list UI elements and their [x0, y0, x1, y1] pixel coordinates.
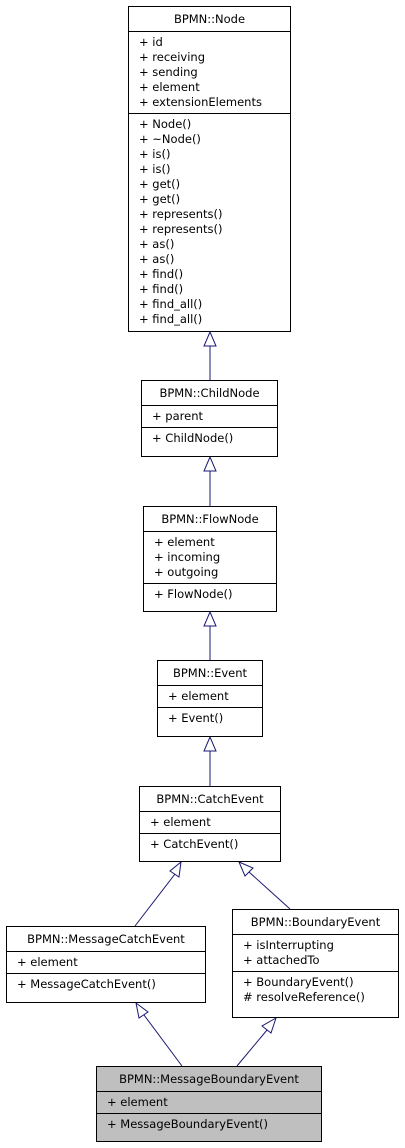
attribute: + sending [139, 65, 198, 79]
class-boundaryevent[interactable]: BPMN::BoundaryEvent + isInterrupting + a… [232, 909, 399, 1018]
class-title: BPMN::Event [172, 666, 248, 680]
method: + find_all() [139, 297, 203, 311]
attribute: + element [150, 815, 211, 829]
class-messageboundaryevent[interactable]: BPMN::MessageBoundaryEvent + element + M… [96, 1066, 322, 1142]
method: + as() [139, 252, 175, 266]
method: + represents() [139, 222, 223, 236]
attributes-section: + element [7, 951, 205, 973]
attribute: + receiving [139, 50, 206, 64]
method: + find() [139, 282, 184, 296]
methods-section: + ChildNode() [142, 427, 277, 449]
attributes-section: + element [97, 1091, 321, 1113]
attribute: + element [17, 955, 78, 969]
arrowhead-flownode [203, 610, 217, 627]
class-childnode[interactable]: BPMN::ChildNode + parent + ChildNode() [141, 380, 278, 457]
class-title: BPMN::Node [173, 12, 246, 26]
arrowhead-boundaryevent [261, 1016, 277, 1034]
method: + find_all() [139, 312, 203, 326]
method: + Event() [168, 711, 224, 725]
edge-messagecatchevent-catchevent [134, 873, 176, 927]
methods-section: + Event() [158, 707, 262, 729]
attributes-section: + element [140, 811, 280, 833]
class-messagecatchevent[interactable]: BPMN::MessageCatchEvent + element + Mess… [6, 926, 206, 1003]
class-catchevent[interactable]: BPMN::CatchEvent + element + CatchEvent(… [139, 786, 281, 862]
arrowhead-node [203, 330, 217, 347]
attributes-section: + isInterrupting + attachedTo [233, 934, 398, 971]
method: + get() [139, 192, 181, 206]
method: + MessageBoundaryEvent() [107, 1117, 268, 1131]
method: + Node() [139, 117, 192, 131]
attributes-section: + id + receiving + sending + element + e… [129, 31, 290, 113]
method: + is() [139, 147, 171, 161]
method: + FlowNode() [154, 587, 233, 601]
method: # resolveReference() [243, 990, 365, 1004]
class-title: BPMN::ChildNode [159, 386, 260, 400]
attribute: + extensionElements [139, 95, 262, 109]
class-title: BPMN::MessageCatchEvent [27, 932, 185, 946]
arrowhead-catchevent-left [169, 860, 182, 878]
attribute: + element [154, 535, 215, 549]
method: + MessageCatchEvent() [17, 977, 156, 991]
attributes-section: + element + incoming + outgoing [144, 531, 276, 583]
methods-section: + CatchEvent() [140, 833, 280, 855]
class-title: BPMN::BoundaryEvent [250, 915, 381, 929]
attribute: + outgoing [154, 565, 219, 579]
methods-section: + MessageBoundaryEvent() [97, 1113, 321, 1135]
attribute: + element [107, 1095, 168, 1109]
attribute: + isInterrupting [243, 938, 334, 952]
edge-boundaryevent-catchevent [248, 871, 291, 910]
edge-mbe-boundaryevent [236, 1029, 268, 1067]
attribute: + id [139, 35, 163, 49]
method: + ~Node() [139, 132, 201, 146]
attribute: + element [168, 689, 229, 703]
class-title: BPMN::FlowNode [161, 512, 259, 526]
method: + BoundaryEvent() [243, 975, 354, 989]
method: + get() [139, 177, 181, 191]
arrowhead-event [203, 735, 217, 752]
class-flownode[interactable]: BPMN::FlowNode + element + incoming + ou… [143, 506, 277, 612]
method: + as() [139, 237, 175, 251]
attributes-section: + element [158, 685, 262, 707]
class-event[interactable]: BPMN::Event + element + Event() [157, 660, 263, 737]
attribute: + parent [152, 409, 203, 423]
method: + represents() [139, 207, 223, 221]
arrowhead-childnode [203, 455, 217, 472]
arrowhead-messagecatchevent [135, 1001, 149, 1019]
methods-section: + Node() + ~Node() + is() + is() + get()… [129, 113, 290, 330]
methods-section: + MessageCatchEvent() [7, 973, 205, 995]
class-node[interactable]: BPMN::Node + id + receiving + sending + … [128, 6, 291, 332]
method: + find() [139, 267, 184, 281]
method: + CatchEvent() [150, 837, 239, 851]
methods-section: + BoundaryEvent() # resolveReference() [233, 971, 398, 1008]
attribute: + incoming [154, 550, 221, 564]
class-title: BPMN::MessageBoundaryEvent [119, 1072, 299, 1086]
attribute: + attachedTo [243, 953, 320, 967]
edge-mbe-messagecatchevent [143, 1014, 183, 1067]
attribute: + element [139, 80, 200, 94]
methods-section: + FlowNode() [144, 583, 276, 605]
class-title: BPMN::CatchEvent [156, 792, 264, 806]
arrowhead-catchevent-right [238, 861, 254, 877]
attributes-section: + parent [142, 405, 277, 427]
method: + is() [139, 162, 171, 176]
method: + ChildNode() [152, 431, 234, 445]
